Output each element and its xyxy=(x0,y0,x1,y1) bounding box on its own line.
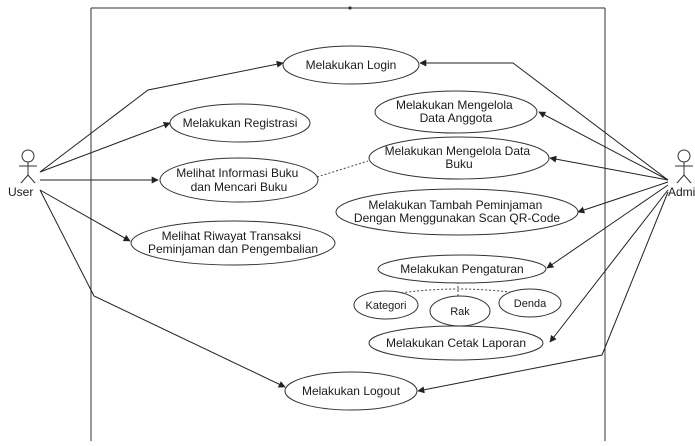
use-case-cetak-laporan-label: Melakukan Cetak Laporan xyxy=(386,336,526,350)
assoc-admin-cetak xyxy=(549,189,669,343)
use-case-logout-label: Melakukan Logout xyxy=(302,384,401,398)
use-case-kelola-anggota-shape xyxy=(374,90,538,134)
use-case-tambah-peminjaman-label: Melakukan Tambah Peminjaman Dengan Mengg… xyxy=(354,198,560,225)
assoc-user-riwayat xyxy=(39,189,131,242)
assoc-admin-login xyxy=(419,59,669,181)
assoc-user-logout xyxy=(39,189,286,388)
use-case-registrasi-label: Melakukan Registrasi xyxy=(183,116,298,130)
use-case-kategori-shape xyxy=(353,290,419,320)
assoc-admin-pengaturan xyxy=(546,184,669,269)
assoc-admin-tambah xyxy=(577,181,669,214)
use-case-login-shape xyxy=(282,45,420,85)
use-case-informasi-buku-shape xyxy=(159,157,319,203)
dotted-informasi-buku xyxy=(316,160,369,178)
use-case-denda-shape xyxy=(498,288,562,318)
admin-associations xyxy=(417,59,669,394)
actor-admin xyxy=(675,149,693,184)
dotted-connectors xyxy=(316,160,557,301)
use-case-cetak-laporan-shape xyxy=(368,325,544,361)
assoc-admin-anggota xyxy=(538,111,669,181)
use-cases xyxy=(130,45,579,411)
use-case-kelola-buku-label: Melakukan Mengelola Data Buku xyxy=(385,144,534,171)
assoc-admin-buku xyxy=(549,155,669,181)
assoc-user-registrasi xyxy=(39,121,171,173)
use-case-riwayat-transaksi-label: Melihat Riwayat Transaksi Peminjaman dan… xyxy=(148,229,318,256)
use-case-login-label: Melakukan Login xyxy=(306,58,397,72)
use-case-denda-label: Denda xyxy=(514,298,547,310)
use-case-rak-label: Rak xyxy=(450,306,470,318)
dotted-pengaturan-children xyxy=(361,288,557,301)
use-case-labels: Melakukan Login Melakukan Registrasi Mel… xyxy=(148,58,560,398)
assoc-admin-logout xyxy=(417,191,669,394)
use-case-kelola-buku-shape xyxy=(368,136,550,180)
use-case-registrasi-shape xyxy=(169,103,311,143)
actor-admin-label: Admin xyxy=(668,185,695,199)
assoc-user-login xyxy=(39,60,284,173)
actor-user xyxy=(19,149,37,184)
actor-user-label: User xyxy=(8,185,33,199)
use-case-tambah-peminjaman-shape xyxy=(335,188,579,236)
use-case-logout-shape xyxy=(284,371,418,411)
use-case-pengaturan-label: Melakukan Pengaturan xyxy=(400,262,523,276)
use-case-kategori-label: Kategori xyxy=(366,300,407,312)
user-associations xyxy=(39,60,286,388)
use-case-kelola-anggota-label: Melakukan Mengelola Data Anggota xyxy=(396,98,516,125)
system-boundary xyxy=(90,6,606,441)
use-case-pengaturan-shape xyxy=(377,254,547,284)
use-case-riwayat-transaksi-shape xyxy=(130,220,336,266)
use-case-informasi-buku-label: Melihat Informasi Buku dan Mencari Buku xyxy=(176,166,301,194)
